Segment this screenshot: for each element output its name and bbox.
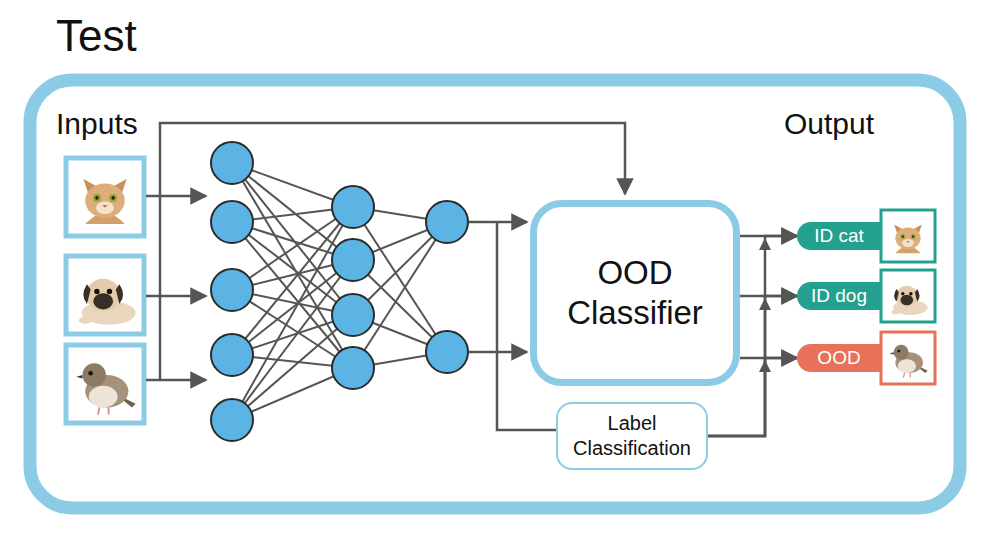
input-arrow bbox=[146, 295, 206, 298]
network-link bbox=[232, 163, 447, 420]
process-box: Label Classification bbox=[556, 402, 708, 470]
neuron bbox=[332, 239, 374, 281]
neuron bbox=[211, 334, 253, 376]
neuron bbox=[332, 347, 374, 389]
output-image bbox=[885, 335, 931, 381]
node-label: OOD bbox=[817, 347, 860, 369]
output-frame bbox=[881, 210, 935, 262]
section-label: Inputs bbox=[56, 106, 138, 142]
neuron bbox=[426, 201, 468, 243]
neuron bbox=[332, 294, 374, 336]
output-tag: ID dog bbox=[797, 282, 881, 310]
node-label: Label Classification bbox=[564, 411, 700, 461]
input-arrow bbox=[146, 195, 206, 198]
output-frame bbox=[881, 332, 935, 384]
test-frame bbox=[30, 80, 960, 508]
neuron bbox=[332, 186, 374, 228]
node-label: ID dog bbox=[811, 285, 867, 307]
neuron bbox=[211, 399, 253, 441]
node-label: ID cat bbox=[814, 225, 864, 247]
node-label: OOD Classifier bbox=[543, 253, 727, 333]
neuron bbox=[211, 201, 253, 243]
merge-arrowhead bbox=[759, 238, 771, 250]
flow-arrow bbox=[740, 357, 797, 360]
output-image bbox=[885, 213, 931, 259]
classifier-box: OOD Classifier bbox=[530, 200, 740, 386]
test-frame bbox=[30, 80, 960, 508]
diagram-title: Test bbox=[56, 10, 137, 62]
neuron bbox=[211, 269, 253, 311]
input-arrow bbox=[146, 379, 206, 382]
output-image bbox=[885, 213, 931, 381]
input-frame bbox=[66, 158, 144, 236]
neuron bbox=[211, 142, 253, 184]
input-frame bbox=[66, 345, 144, 423]
output-tag: OOD bbox=[797, 344, 881, 372]
output-frame bbox=[881, 270, 935, 322]
input-frame bbox=[66, 256, 144, 334]
flow-arrow bbox=[740, 235, 797, 238]
neuron bbox=[211, 142, 468, 441]
output-tag: ID cat bbox=[797, 222, 881, 250]
section-label: Output bbox=[784, 106, 874, 142]
neuron bbox=[426, 331, 468, 373]
output-frame bbox=[881, 210, 935, 384]
input-image bbox=[69, 348, 141, 420]
input-image bbox=[69, 161, 141, 233]
input-frame bbox=[66, 158, 144, 423]
merge-arrowhead bbox=[759, 238, 771, 372]
output-image bbox=[885, 273, 931, 319]
merge-arrowhead bbox=[759, 298, 771, 310]
merge-arrowhead bbox=[759, 360, 771, 372]
input-image bbox=[69, 259, 141, 331]
input-image bbox=[69, 161, 141, 420]
flow-arrow bbox=[740, 295, 797, 298]
